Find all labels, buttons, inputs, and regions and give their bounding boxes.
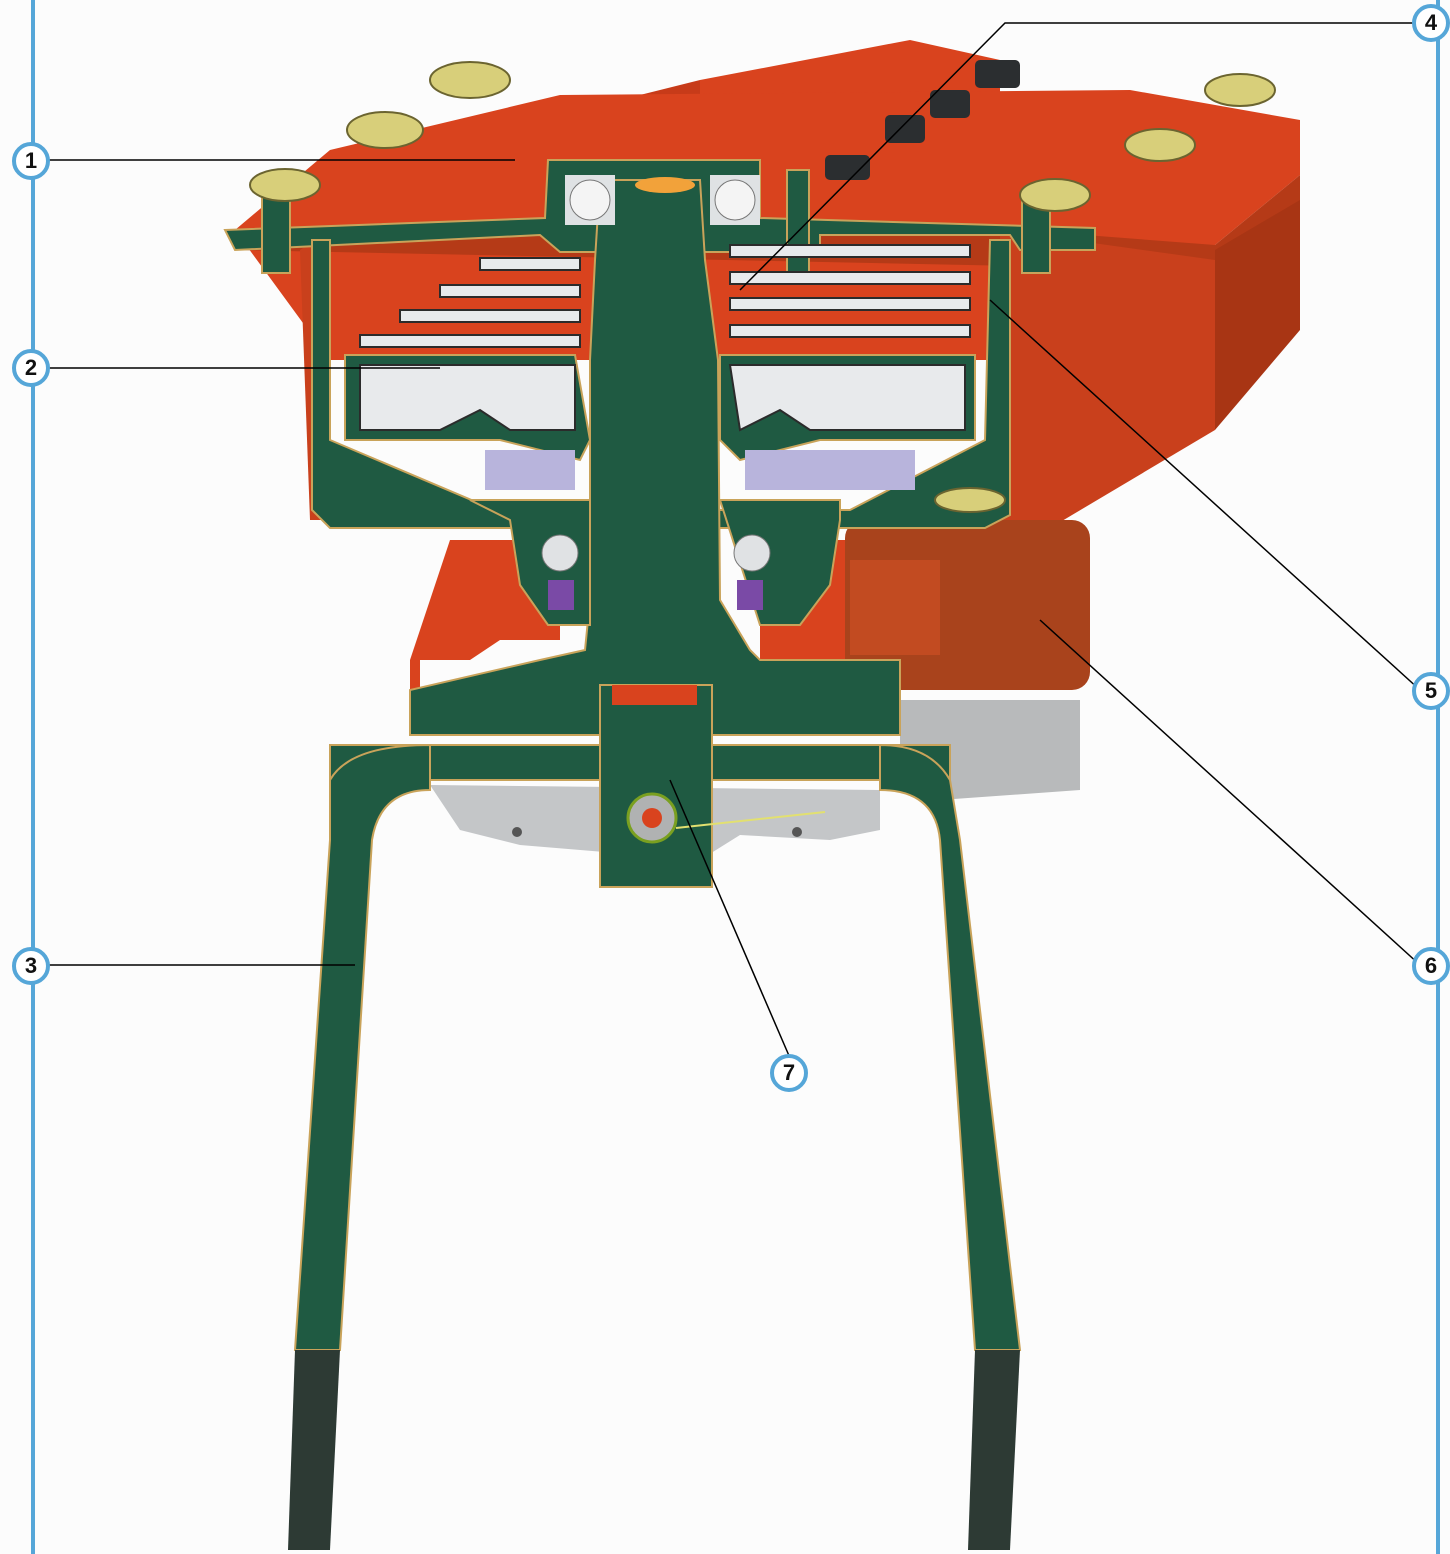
bearings: [541, 175, 771, 610]
callout-1: 1: [12, 142, 50, 180]
bolts: [249, 61, 1276, 513]
dark-bolts: [825, 60, 1020, 180]
left-border-rail: [31, 0, 35, 1554]
adjuster-eye: [626, 792, 826, 844]
spring-pack: [485, 450, 915, 490]
callout-2: 2: [12, 349, 50, 387]
callout-7: 7: [770, 1054, 808, 1092]
leader-lines: [48, 22, 1421, 1059]
callout-6: 6: [1412, 947, 1450, 985]
right-border-rail: [1436, 0, 1440, 1554]
callout-4: 4: [1412, 4, 1450, 42]
rod-ends: [288, 1350, 1020, 1550]
callout-3: 3: [12, 947, 50, 985]
callout-5: 5: [1412, 672, 1450, 710]
brake-stack: [359, 244, 971, 432]
